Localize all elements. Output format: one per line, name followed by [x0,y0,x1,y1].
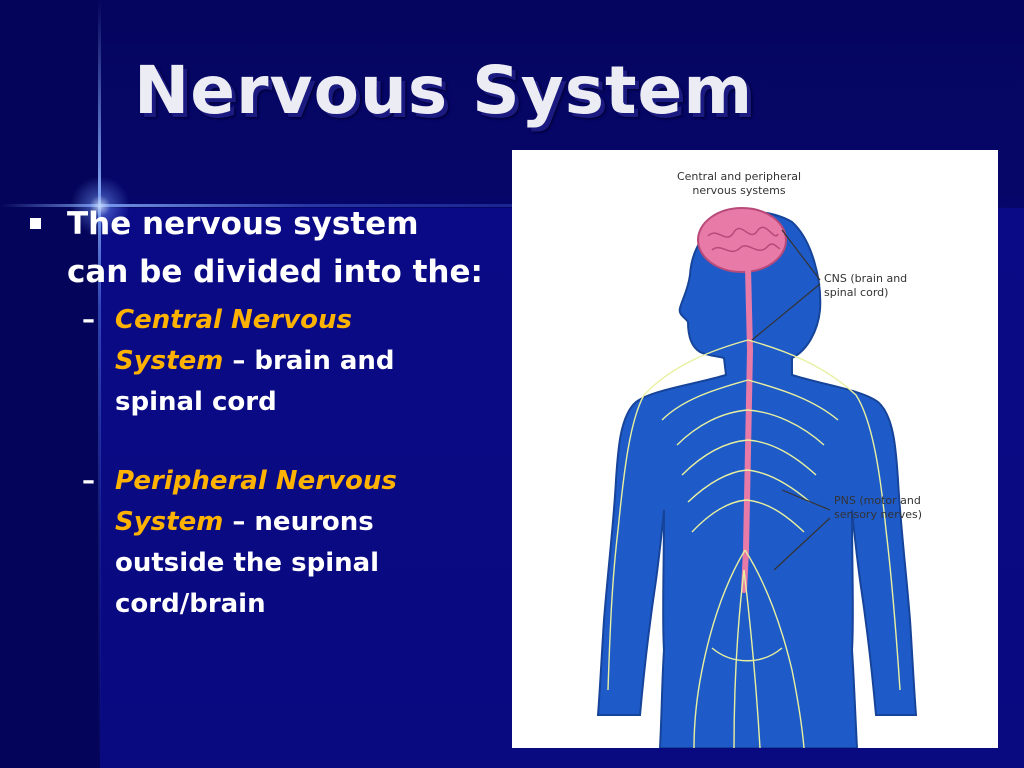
bullet-text: The nervous system can be divided into t… [67,206,483,290]
dash-marker: – [82,305,95,335]
left-strip [0,0,100,768]
nervous-system-figure: Central and peripheral nervous systems C… [512,150,998,748]
nervous-system-illustration [596,207,918,748]
dash-marker: – [82,466,95,496]
sub-item-text: Central Nervous System – brain and spina… [115,300,455,423]
brain [697,207,787,273]
pns-label: PNS (motor and sensory nerves) [834,494,923,521]
peripheral-nerves [607,339,901,748]
separator: – [223,346,255,376]
separator: – [223,507,255,537]
body-silhouette [596,210,918,748]
bullet-item: The nervous system can be divided into t… [30,200,500,296]
sub-item-text: Peripheral Nervous System – neurons outs… [115,461,455,625]
spinal-cord [741,265,754,593]
label-leaders [751,229,831,571]
desc-cns: brain and spinal cord [115,346,395,417]
desc-pns: neurons outside the spinal cord/brain [115,507,380,619]
lens-flare-glow [70,176,130,236]
figure-caption: Central and peripheral nervous systems [676,170,802,197]
square-bullet-icon [30,218,41,229]
sub-item-pns: – Peripheral Nervous System – neurons ou… [82,461,500,625]
slide-title: Nervous System [134,52,754,129]
term-cns: Central Nervous System [115,305,352,376]
lens-flare-vertical [98,0,101,768]
cns-label: CNS (brain and spinal cord) [824,272,908,299]
slide-body: The nervous system can be divided into t… [30,200,500,625]
term-pns: Peripheral Nervous System [115,466,397,537]
sub-item-cns: – Central Nervous System – brain and spi… [82,300,500,423]
